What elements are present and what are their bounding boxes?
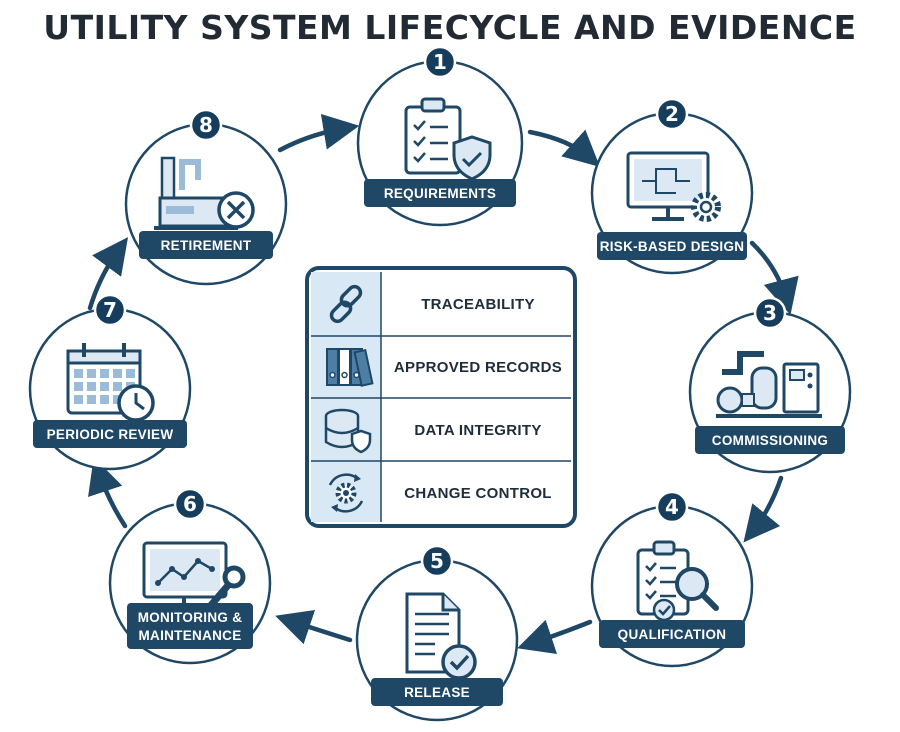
factory-cancel-icon — [154, 156, 255, 230]
stage-label-banner — [597, 232, 747, 260]
stage-label-banner — [139, 231, 273, 259]
stage-number-badge: 3 — [753, 296, 787, 330]
evidence-row: DATA INTEGRITY — [324, 408, 541, 454]
stage-number: 3 — [763, 301, 777, 325]
arrow-8-to-1 — [277, 113, 360, 153]
document-check-icon — [405, 592, 477, 680]
stage-number: 8 — [199, 113, 213, 137]
evidence-panel: TRACEABILITY APPROVED RECORDS DATA INTEGRI… — [305, 266, 577, 528]
database-shield-icon — [324, 408, 372, 454]
arrow-6-to-7 — [88, 457, 128, 529]
stage-number: 6 — [183, 492, 197, 516]
stage-number-badge: 4 — [655, 490, 689, 524]
evidence-rows: TRACEABILITY APPROVED RECORDS DATA INTEGRI… — [324, 284, 562, 513]
arrow-5-to-6 — [275, 610, 353, 645]
stage-label-banner — [371, 678, 503, 706]
stage-label: REQUIREMENTS — [384, 186, 496, 201]
monitor-gear-icon — [626, 151, 721, 222]
stage-number-badge: 5 — [420, 544, 454, 578]
evidence-label: CHANGE CONTROL — [404, 485, 552, 502]
evidence-row: APPROVED RECORDS — [326, 348, 562, 387]
stage-label: RETIREMENT — [161, 238, 252, 253]
arrow-1-to-2 — [527, 129, 601, 168]
stage-label-banner — [364, 179, 516, 207]
stage-number: 7 — [103, 298, 117, 322]
stage-label-line: MAINTENANCE — [138, 628, 241, 643]
arrow-7-to-8 — [87, 237, 129, 311]
clipboard-shield-icon — [404, 97, 492, 181]
clipboard-magnifier-icon — [636, 540, 719, 622]
evidence-icon-column — [311, 272, 381, 522]
arrow-2-to-3 — [749, 240, 799, 316]
stage-number-badge: 6 — [173, 487, 207, 521]
stage-number-badge: 8 — [189, 108, 223, 142]
stage-number-badge: 1 — [423, 45, 457, 79]
stage-label-line: MONITORING & — [138, 610, 243, 625]
stage-label-banner — [599, 620, 745, 648]
stage-label: QUALIFICATION — [618, 627, 727, 642]
stage-number: 4 — [665, 495, 679, 519]
evidence-label: DATA INTEGRITY — [414, 422, 541, 439]
chain-link-icon — [329, 284, 363, 324]
binders-icon — [326, 348, 374, 387]
stage-number-badge: 7 — [93, 293, 127, 327]
pump-machinery-icon — [716, 351, 822, 418]
stage-number: 2 — [665, 102, 679, 126]
evidence-label: APPROVED RECORDS — [394, 359, 562, 376]
page-title: UTILITY SYSTEM LIFECYCLE AND EVIDENCE — [43, 8, 857, 47]
stage-label: RISK-BASED DESIGN — [600, 239, 745, 254]
stage-number: 5 — [430, 549, 444, 573]
cycle-gear-icon — [328, 473, 364, 513]
stage-label: RELEASE — [404, 685, 470, 700]
cycle-arrows — [87, 113, 799, 654]
evidence-row: CHANGE CONTROL — [328, 473, 552, 513]
stage-label-banner — [695, 426, 845, 454]
arrow-3-to-4 — [743, 475, 784, 543]
arrow-4-to-5 — [517, 619, 593, 654]
evidence-label: TRACEABILITY — [421, 296, 535, 313]
stage-label: PERIODIC REVIEW — [47, 427, 174, 442]
stage-number-badge: 2 — [655, 97, 689, 131]
stage-label: COMMISSIONING — [712, 433, 828, 448]
stage-label-banner — [33, 420, 187, 448]
evidence-row: TRACEABILITY — [329, 284, 535, 324]
calendar-clock-icon — [66, 343, 155, 422]
stage-label-banner — [127, 603, 253, 649]
stage-number: 1 — [433, 50, 447, 74]
